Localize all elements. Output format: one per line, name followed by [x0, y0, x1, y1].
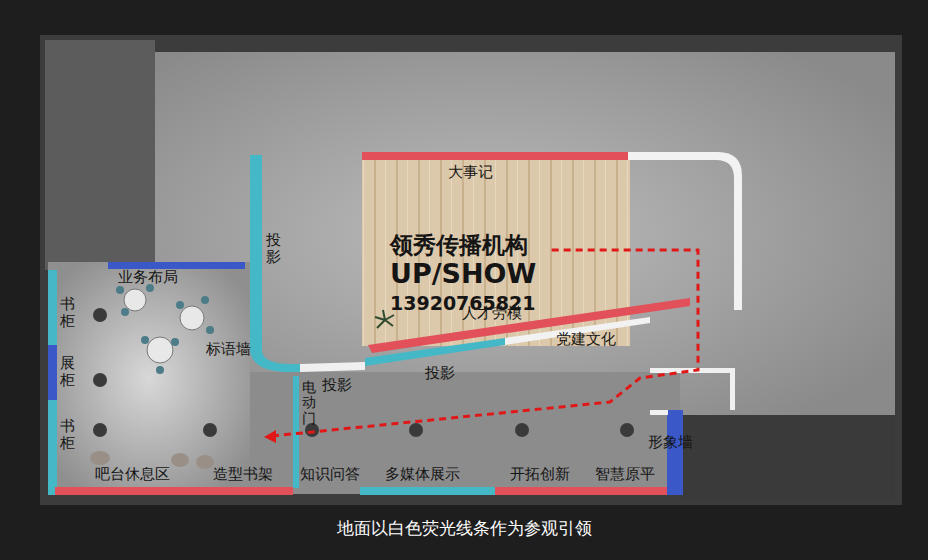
zone-label: 造型书架 [213, 465, 273, 483]
zone-label: 智慧原平 [595, 465, 655, 483]
zone-label: 知识问答 [300, 465, 360, 483]
wall-label: 投影 [425, 364, 455, 382]
watermark: UP/SHOW [390, 258, 536, 290]
zone-label: 业务布局 [118, 268, 178, 286]
wall-label: 党建文化 [556, 330, 616, 348]
cabinet-label: 书柜 [60, 418, 75, 451]
wall-label: 人才劳模 [462, 304, 522, 322]
zone-label: 开拓创新 [510, 465, 570, 483]
zone-label: 多媒体展示 [385, 465, 460, 483]
wall-label: 投影 [266, 232, 281, 265]
door-label: 电动门 [302, 380, 316, 426]
wall-label: 形象墙 [648, 433, 693, 451]
wall-label: 大事记 [448, 163, 493, 181]
caption: 地面以白色荧光线条作为参观引领 [337, 518, 592, 538]
cabinet-label: 书柜 [60, 296, 75, 329]
wall-label: 投影 [322, 376, 352, 394]
watermark: 领秀传播机构 [390, 232, 528, 260]
wall-label: 标语墙 [206, 340, 251, 358]
cabinet-label: 展柜 [60, 355, 75, 388]
zone-label: 吧台休息区 [95, 465, 170, 483]
